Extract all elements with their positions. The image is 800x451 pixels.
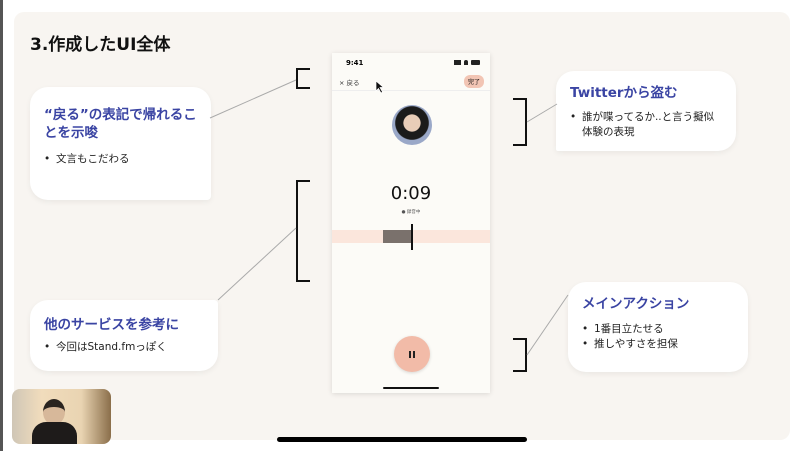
callout-reference: 他のサービスを参考に 今回はStand.fmっぽく — [30, 300, 218, 371]
callout-main-action: メインアクション 1番目立たせる推しやすさを担保 — [568, 282, 748, 372]
callout-title: メインアクション — [582, 296, 690, 312]
callout-bullet: 文言もこだわる — [44, 152, 197, 167]
bracket — [296, 68, 310, 89]
status-icons — [453, 60, 480, 65]
recording-status: ● 録音中 — [401, 210, 421, 215]
callout-twitter: Twitterから盗む 誰が喋ってるか..と言う擬似体験の表現 — [556, 71, 736, 151]
callout-bullet: 推しやすさを担保 — [582, 337, 734, 352]
done-button[interactable]: 完了 — [463, 75, 484, 88]
callout-back-label: “戻る”の表記で帰れることを示唆 文言もこだわる — [30, 87, 211, 200]
pause-button[interactable] — [394, 336, 430, 372]
bracket — [513, 338, 527, 372]
phone-mockup: 9:41 × 戻る 完了 0:09 ● 録音中 — [332, 53, 490, 393]
bracket — [296, 180, 310, 282]
pause-icon — [409, 350, 415, 358]
callout-title: “戻る”の表記で帰れることを示唆 — [44, 107, 197, 141]
callout-bullet: 今回はStand.fmっぽく — [44, 340, 204, 355]
window-edge — [0, 0, 3, 451]
slide-title: 3.作成したUI全体 — [30, 35, 171, 55]
progress-scrubber[interactable] — [277, 437, 527, 442]
recording-timer: 0:09 — [390, 183, 432, 204]
callout-bullet: 誰が喋ってるか..と言う擬似体験の表現 — [570, 110, 722, 140]
back-button[interactable]: × 戻る — [339, 79, 360, 87]
waveform-recorded — [383, 230, 411, 243]
callout-bullet: 1番目立たせる — [582, 322, 734, 337]
avatar — [392, 105, 432, 145]
mouse-cursor-icon — [375, 80, 385, 94]
callout-title: Twitterから盗む — [570, 85, 678, 101]
status-time: 9:41 — [346, 59, 364, 67]
nav-divider — [332, 90, 490, 91]
webcam-feed — [12, 389, 111, 444]
bracket — [513, 98, 527, 146]
playhead[interactable] — [411, 224, 413, 250]
home-indicator — [383, 387, 439, 389]
callout-title: 他のサービスを参考に — [44, 317, 179, 333]
